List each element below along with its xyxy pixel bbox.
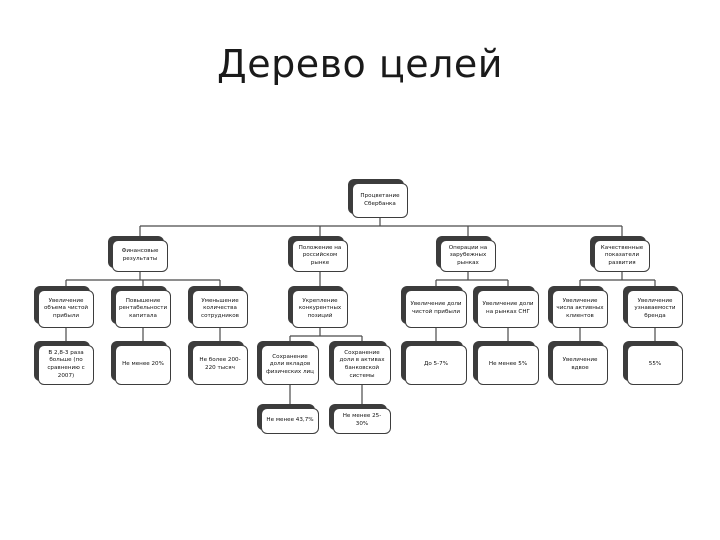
node-cis-share: Увеличение доли на рынках СНГ [477,290,539,328]
node-assets-share: Сохранение доли в активах банковской сис… [333,345,391,385]
node-target-min25: Не менее 25-30% [333,408,391,434]
node-root: Процветание Сбербанка [352,183,408,218]
node-target-staff-limit: Не более 200-220 тысяч [192,345,248,385]
node-foreign-operations: Операции на зарубежных рынках [440,240,496,272]
node-quality-indicators: Качественные показатели развития [594,240,650,272]
node-staff-reduction: Уменьшение количества сотрудников [192,290,248,328]
node-target-55: 55% [627,345,683,385]
node-target-times: В 2,8-3 раза больше (по сравнению с 2007… [38,345,94,385]
node-target-min20: Не менее 20% [115,345,171,385]
node-financial-results: Финансовые результаты [112,240,168,272]
page-title: Дерево целей [217,42,503,86]
node-profit-growth: Увеличение объема чистой прибыли [38,290,94,328]
node-competitive-position: Укрепление конкурентных позиций [292,290,348,328]
node-capital-return: Повышение рентабельности капитала [115,290,171,328]
node-russian-market-position: Положение на российском рынке [292,240,348,272]
node-active-clients: Увеличение числа активных клиентов [552,290,608,328]
node-target-5-7: До 5-7% [405,345,467,385]
node-profit-share: Увеличение доли чистой прибыли [405,290,467,328]
node-target-min5: Не менее 5% [477,345,539,385]
node-target-double: Увеличение вдвое [552,345,608,385]
node-deposits-share: Сохранение доли вкладов физических лиц [261,345,319,385]
node-brand-awareness: Увеличение узнаваемости бренда [627,290,683,328]
node-target-min43: Не менее 43,7% [261,408,319,434]
